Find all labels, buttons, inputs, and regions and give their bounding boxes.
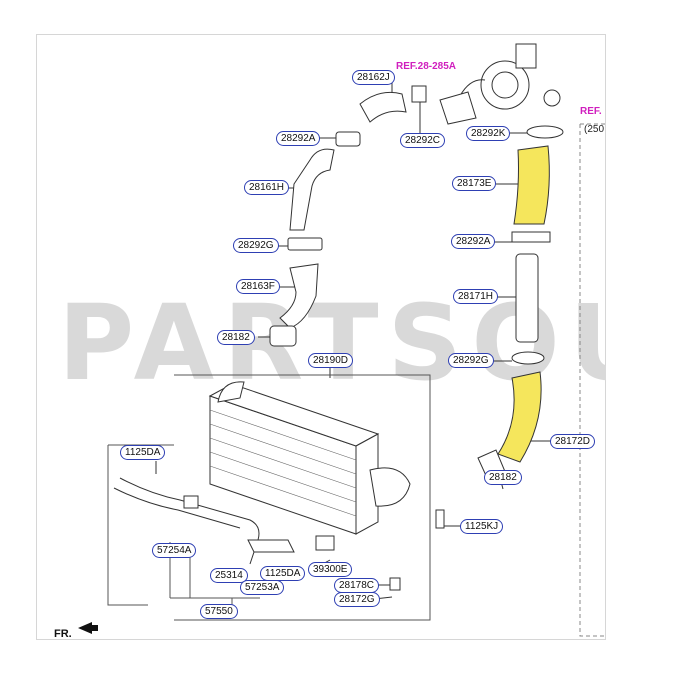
front-marker: FR. [54, 628, 72, 640]
intercooler-side [355, 433, 379, 535]
group-box-line [174, 374, 431, 621]
group-box-line [107, 445, 148, 606]
clamp-28292A-left [335, 131, 361, 147]
part-label-1125da-bottom[interactable]: 1125DA [260, 566, 306, 581]
hose-28163F [279, 263, 319, 329]
front-arrow-icon [78, 622, 98, 634]
clamp-28292G-right [511, 351, 545, 365]
part-label-28292k[interactable]: 28292K [466, 126, 511, 141]
bolt-1125KJ [435, 509, 445, 529]
hose-28173E [513, 145, 550, 225]
part-label-28172g[interactable]: 28172G [334, 592, 380, 607]
diagram-frame [36, 34, 606, 640]
part-label-28292g-right[interactable]: 28292G [448, 353, 494, 368]
part-label-28182-left[interactable]: 28182 [217, 330, 255, 345]
clamp-28182-left [269, 325, 297, 347]
hose-57254A-lower [113, 487, 241, 529]
part-label-28172d[interactable]: 28172D [550, 434, 596, 449]
part-label-28292g-left[interactable]: 28292G [233, 238, 279, 253]
clamp-28292C [411, 85, 427, 103]
part-label-39300e[interactable]: 39300E [308, 562, 353, 577]
plug-28178C [389, 577, 401, 591]
pipe-28161H [289, 148, 335, 231]
clamp-28292K [526, 125, 564, 139]
hose-57254A [119, 477, 260, 565]
part-label-28292a-right[interactable]: 28292A [451, 234, 496, 249]
hose-28172D [497, 371, 542, 463]
turbo-flange [515, 43, 537, 69]
part-label-57254a[interactable]: 57254A [152, 543, 197, 558]
side-group-code: (2500 [584, 124, 604, 135]
ref-right-link[interactable]: REF.2 [580, 106, 602, 117]
ref-turbo-link[interactable]: REF.28-285A [396, 61, 457, 72]
intercooler-outlet [369, 467, 411, 507]
turbo-elbow [439, 91, 477, 125]
intercooler-inlet [217, 381, 245, 403]
pipe-28171H [515, 253, 539, 343]
turbo-inlet [459, 79, 486, 97]
side-group-box [579, 124, 606, 637]
part-label-57253a[interactable]: 57253A [240, 580, 285, 595]
part-label-28182-right[interactable]: 28182 [484, 470, 522, 485]
part-label-28292a-upper[interactable]: 28292A [276, 131, 321, 146]
hose-28162J [359, 91, 407, 123]
turbo-housing-inner [491, 71, 519, 99]
part-label-28171h[interactable]: 28171H [453, 289, 499, 304]
part-label-28163f[interactable]: 28163F [236, 279, 280, 294]
sensor-39300E [315, 535, 335, 551]
turbo-outlet [543, 89, 561, 107]
part-label-1125kj[interactable]: 1125KJ [460, 519, 504, 534]
part-label-28173e[interactable]: 28173E [452, 176, 497, 191]
part-label-57550[interactable]: 57550 [200, 604, 238, 619]
part-label-28162j[interactable]: 28162J [352, 70, 395, 85]
part-label-25314[interactable]: 25314 [210, 568, 248, 583]
bracket-57253A [247, 539, 295, 553]
part-label-1125da-top[interactable]: 1125DA [120, 445, 166, 460]
part-label-28161h[interactable]: 28161H [244, 180, 290, 195]
bracket-25314 [183, 495, 199, 509]
part-label-28178c[interactable]: 28178C [334, 578, 380, 593]
part-label-28292c[interactable]: 28292C [400, 133, 446, 148]
part-label-28190d[interactable]: 28190D [308, 353, 354, 368]
clamp-28292A-right [511, 231, 551, 243]
clamp-28292G-left [287, 237, 323, 251]
